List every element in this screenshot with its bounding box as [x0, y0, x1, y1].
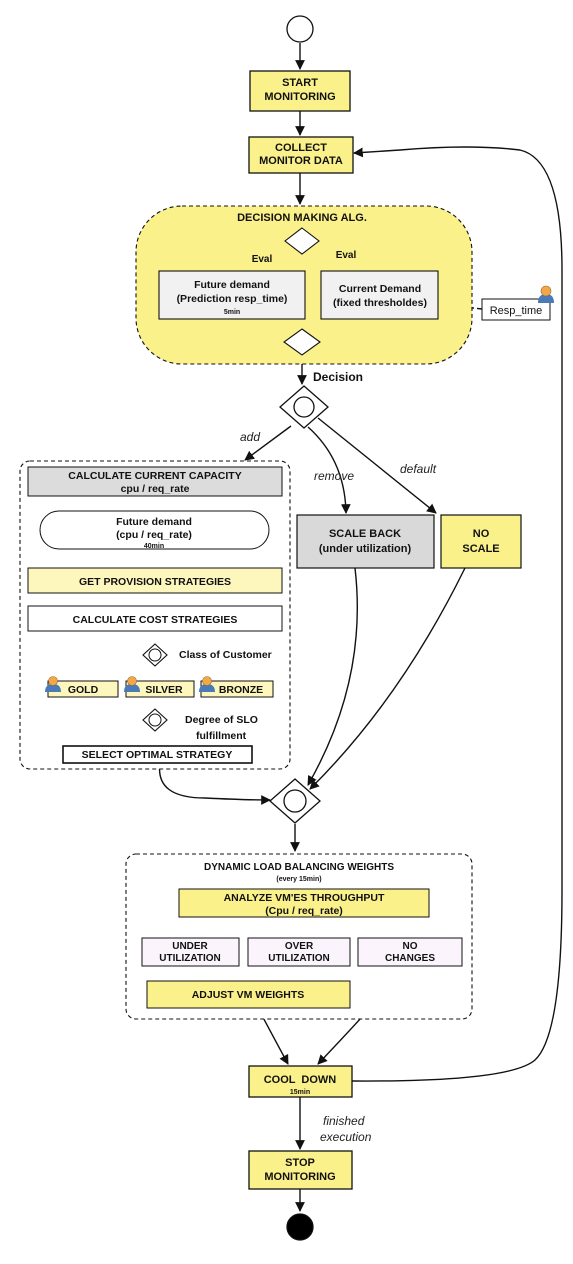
scale-back-line-1: SCALE BACK — [329, 528, 401, 540]
future-demand-line-1: Future demand — [194, 279, 270, 291]
future-demand-40-line-1: Future demand — [116, 516, 192, 528]
load-balancing-region: DYNAMIC LOAD BALANCING WEIGHTS (every 15… — [125, 853, 473, 1020]
decision-node — [279, 385, 329, 429]
silver-customer: SILVER — [124, 676, 195, 698]
cool-down-label: COOL DOWN — [264, 1074, 337, 1086]
degree-slo-line-1: Degree of SLO — [185, 714, 258, 726]
user-icon — [538, 285, 554, 303]
load-balancing-subtitle: (every 15min) — [276, 876, 321, 883]
current-demand-line-2: (fixed thresholdes) — [333, 297, 427, 309]
resp-time-note: Resp_time — [481, 285, 554, 321]
under-utilization-state: UNDER UTILIZATION — [141, 937, 240, 967]
silver-label: SILVER — [145, 684, 183, 696]
current-demand-line-1: Current Demand — [339, 283, 421, 295]
cool-down-action: COOL DOWN 15min — [248, 1065, 353, 1098]
final-node — [286, 1213, 314, 1241]
finished-line-1: finished — [323, 1114, 365, 1128]
under-line-1: UNDER — [172, 941, 208, 952]
stop-monitoring-action: STOP MONITORING — [248, 1150, 353, 1190]
user-icon — [45, 676, 61, 692]
future-demand-prediction: Future demand (Prediction resp_time) 5mi… — [158, 270, 306, 320]
future-demand-40-line-2: (cpu / req_rate) — [116, 529, 192, 541]
decision-alg-merge-diamond — [283, 328, 321, 356]
calc-cost-label: CALCULATE COST STRATEGIES — [73, 614, 238, 626]
degree-of-slo-decision — [142, 708, 168, 732]
finished-line-2: execution — [320, 1130, 372, 1144]
eval-left-label: Eval — [252, 254, 273, 265]
calc-capacity-line-1: CALCULATE CURRENT CAPACITY — [68, 470, 241, 482]
decision-alg-title: DECISION MAKING ALG. — [237, 212, 367, 224]
under-line-2: UTILIZATION — [159, 953, 220, 964]
gold-label: GOLD — [68, 684, 99, 696]
add-branch-region: CALCULATE CURRENT CAPACITY cpu / req_rat… — [19, 460, 291, 770]
calc-capacity-line-2: cpu / req_rate — [121, 483, 190, 495]
no-changes-line-1: NO — [403, 941, 418, 952]
decision-alg-fork-diamond — [284, 227, 320, 255]
get-provision-strategies: GET PROVISION STRATEGIES — [27, 567, 283, 594]
no-changes-line-2: CHANGES — [385, 953, 435, 964]
bronze-customer: BRONZE — [199, 676, 274, 698]
over-line-2: UTILIZATION — [268, 953, 329, 964]
edge-label-default: default — [400, 462, 437, 476]
adjust-vm-weights-action: ADJUST VM WEIGHTS — [146, 980, 351, 1009]
future-demand-40min: Future demand (cpu / req_rate) 40min — [39, 510, 270, 550]
no-scale-line-1: NO — [473, 528, 490, 540]
decision-label: Decision — [313, 370, 363, 384]
scale-back-action: SCALE BACK (under utilization) — [296, 514, 435, 569]
eval-right-label: Eval — [336, 250, 357, 261]
select-optimal-label: SELECT OPTIMAL STRATEGY — [82, 749, 233, 761]
analyze-line-2: (Cpu / req_rate) — [265, 905, 343, 917]
edge-label-remove: remove — [314, 469, 354, 483]
over-utilization-state: OVER UTILIZATION — [247, 937, 351, 967]
class-of-customer-decision — [142, 643, 168, 667]
calculate-current-capacity: CALCULATE CURRENT CAPACITY cpu / req_rat… — [27, 466, 283, 497]
user-icon — [199, 676, 215, 692]
scale-back-line-2: (under utilization) — [319, 543, 412, 555]
merge-node — [269, 778, 321, 824]
future-demand-time: 5min — [224, 309, 240, 316]
over-line-1: OVER — [285, 941, 314, 952]
cool-down-time: 15min — [290, 1089, 310, 1096]
select-optimal-strategy: SELECT OPTIMAL STRATEGY — [62, 745, 253, 764]
adjust-label: ADJUST VM WEIGHTS — [192, 989, 305, 1001]
no-changes-state: NO CHANGES — [357, 937, 463, 967]
gold-customer: GOLD — [45, 676, 119, 698]
decision-making-region: DECISION MAKING ALG. Eval Eval Future de… — [135, 205, 473, 365]
start-monitoring-action: START MONITORING — [249, 70, 351, 112]
collect-line-2: MONITOR DATA — [259, 155, 343, 167]
stop-monitoring-line-1: STOP — [285, 1157, 315, 1169]
calculate-cost-strategies: CALCULATE COST STRATEGIES — [27, 605, 283, 632]
load-balancing-title: DYNAMIC LOAD BALANCING WEIGHTS — [204, 862, 394, 873]
no-scale-line-2: SCALE — [462, 543, 499, 555]
analyze-throughput-action: ANALYZE VM'ES THROUGHPUT (Cpu / req_rate… — [178, 888, 430, 918]
start-monitoring-line-2: MONITORING — [264, 91, 335, 103]
bronze-label: BRONZE — [219, 684, 263, 696]
future-demand-40-time: 40min — [144, 543, 164, 550]
current-demand-thresholds: Current Demand (fixed thresholdes) — [320, 270, 439, 320]
resp-time-label: Resp_time — [490, 305, 543, 317]
start-monitoring-line-1: START — [282, 77, 318, 89]
collect-line-1: COLLECT — [275, 142, 327, 154]
edge-label-add: add — [240, 430, 260, 444]
stop-monitoring-line-2: MONITORING — [264, 1171, 335, 1183]
degree-slo-line-2: fulfillment — [196, 730, 247, 742]
get-provision-label: GET PROVISION STRATEGIES — [79, 576, 231, 588]
collect-monitor-data-action: COLLECT MONITOR DATA — [248, 136, 354, 174]
user-icon — [124, 676, 140, 692]
class-of-customer-label: Class of Customer — [179, 649, 272, 661]
no-scale-action: NO SCALE — [440, 514, 522, 569]
future-demand-line-2: (Prediction resp_time) — [177, 293, 288, 305]
analyze-line-1: ANALYZE VM'ES THROUGHPUT — [224, 892, 385, 904]
initial-node — [286, 15, 314, 43]
